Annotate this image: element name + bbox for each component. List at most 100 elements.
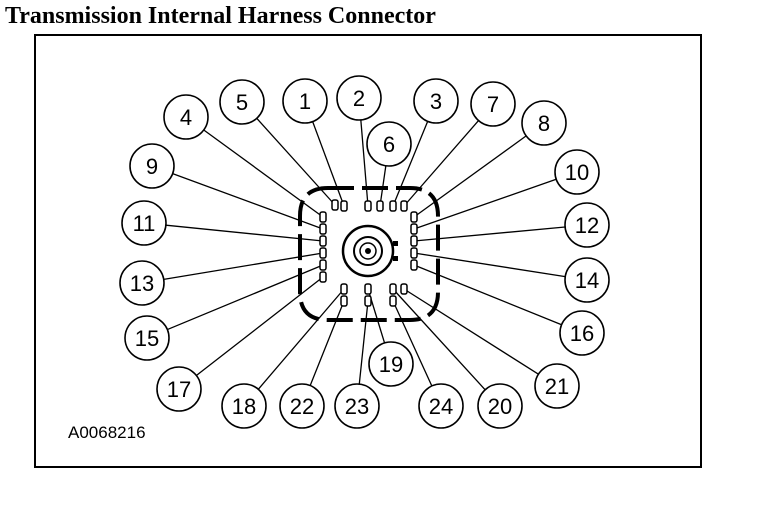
terminal-pin-18 <box>340 283 348 295</box>
pin-callout-19: 19 <box>368 341 414 387</box>
leader-line-pin-14 <box>413 252 566 278</box>
pin-callout-5: 5 <box>219 79 265 125</box>
pin-callout-circle <box>336 75 382 121</box>
pin-callout-circle <box>334 383 380 429</box>
pin-callout-4: 4 <box>163 94 209 140</box>
terminal-pin-8 <box>410 211 418 223</box>
terminal-pin-24 <box>389 295 397 307</box>
leader-line-pin-17 <box>195 276 324 377</box>
pin-callout-circle <box>477 383 523 429</box>
pin-callout-circle <box>418 383 464 429</box>
terminal-pin-12 <box>410 235 418 247</box>
terminal-pin-5 <box>331 199 339 211</box>
leader-line-pin-7 <box>403 120 480 207</box>
terminal-pin-7 <box>400 200 408 212</box>
pin-callout-14: 14 <box>564 257 610 303</box>
pin-callout-12: 12 <box>564 202 610 248</box>
pin-number: 2 <box>353 86 365 111</box>
pin-callout-circle <box>564 202 610 248</box>
pin-callout-circle <box>221 383 267 429</box>
terminal-pin-11 <box>319 235 327 247</box>
pin-callout-24: 24 <box>418 383 464 429</box>
leader-line-pin-10 <box>413 178 557 230</box>
leader-line-pin-2 <box>360 119 369 207</box>
pin-callout-10: 10 <box>554 149 600 195</box>
diagram-title: Transmission Internal Harness Connector <box>5 3 436 29</box>
pin-callout-circle <box>413 78 459 124</box>
pin-callout-2: 2 <box>336 75 382 121</box>
pin-number: 12 <box>575 213 599 238</box>
pin-callout-circle <box>534 363 580 409</box>
terminal-pin-22 <box>340 295 348 307</box>
pin-callout-circle <box>564 257 610 303</box>
terminal-pin-2 <box>364 200 372 212</box>
leader-line-pin-16 <box>413 264 562 326</box>
terminal-pin-4 <box>319 211 327 223</box>
pin-number: 13 <box>130 271 154 296</box>
leader-line-pin-9 <box>172 172 324 230</box>
pin-callout-circle <box>119 260 165 306</box>
pin-callout-circle <box>124 315 170 361</box>
leader-line-pin-21 <box>403 288 539 375</box>
pin-callout-16: 16 <box>559 310 605 356</box>
pin-callout-circle <box>521 100 567 146</box>
terminal-pin-19 <box>364 283 372 295</box>
leader-line-pin-24 <box>392 300 433 387</box>
pin-number: 18 <box>232 394 256 419</box>
terminal-pin-13 <box>319 247 327 259</box>
pin-number: 5 <box>236 90 248 115</box>
pin-number: 10 <box>565 160 589 185</box>
pin-callout-3: 3 <box>413 78 459 124</box>
terminal-pin-3 <box>389 200 397 212</box>
terminal-pin-10 <box>410 223 418 235</box>
terminal-pin-21 <box>400 283 408 295</box>
pin-callout-circle <box>368 341 414 387</box>
pin-number: 16 <box>570 321 594 346</box>
pin-number: 4 <box>180 105 192 130</box>
terminal-pin-6 <box>376 200 384 212</box>
pin-number: 3 <box>430 89 442 114</box>
leader-line-pin-15 <box>167 264 324 331</box>
pin-number: 1 <box>299 89 311 114</box>
leader-lines <box>163 117 566 391</box>
leader-line-pin-5 <box>256 117 336 206</box>
terminal-pin-20 <box>389 283 397 295</box>
leader-line-pin-6 <box>379 165 387 207</box>
terminal-pin-23 <box>364 295 372 307</box>
terminal-pin-9 <box>319 223 327 235</box>
pin-callout-22: 22 <box>279 383 325 429</box>
figure-id: A0068216 <box>68 423 146 442</box>
connector-body-outline <box>298 186 440 322</box>
pin-number: 21 <box>545 374 569 399</box>
pin-callout-1: 1 <box>282 78 328 124</box>
pin-callout-circle <box>470 81 516 127</box>
leader-line-pin-18 <box>257 288 345 390</box>
leader-line-pin-22 <box>309 300 345 386</box>
pin-number: 20 <box>488 394 512 419</box>
terminal-pin-1 <box>340 200 348 212</box>
pin-callout-6: 6 <box>366 121 412 167</box>
pin-number: 9 <box>146 154 158 179</box>
pin-callout-circle <box>554 149 600 195</box>
pin-number: 19 <box>379 352 403 377</box>
pin-callout-13: 13 <box>119 260 165 306</box>
leader-line-pin-1 <box>312 121 345 207</box>
pin-callout-23: 23 <box>334 383 380 429</box>
pin-callout-21: 21 <box>534 363 580 409</box>
pin-number: 15 <box>135 326 159 351</box>
pin-number: 11 <box>133 211 156 236</box>
terminal-pin-15 <box>319 259 327 271</box>
pin-callout-8: 8 <box>521 100 567 146</box>
pin-callout-20: 20 <box>477 383 523 429</box>
leader-line-pin-12 <box>413 226 566 242</box>
leader-line-pin-8 <box>413 135 527 218</box>
leader-line-pin-23 <box>358 300 369 385</box>
pin-number: 23 <box>345 394 369 419</box>
pin-callout-circle <box>156 366 202 412</box>
leader-line-pin-4 <box>203 129 324 218</box>
pin-terminals <box>319 199 418 307</box>
leader-line-pin-11 <box>165 224 324 242</box>
leader-line-pin-3 <box>392 121 429 207</box>
